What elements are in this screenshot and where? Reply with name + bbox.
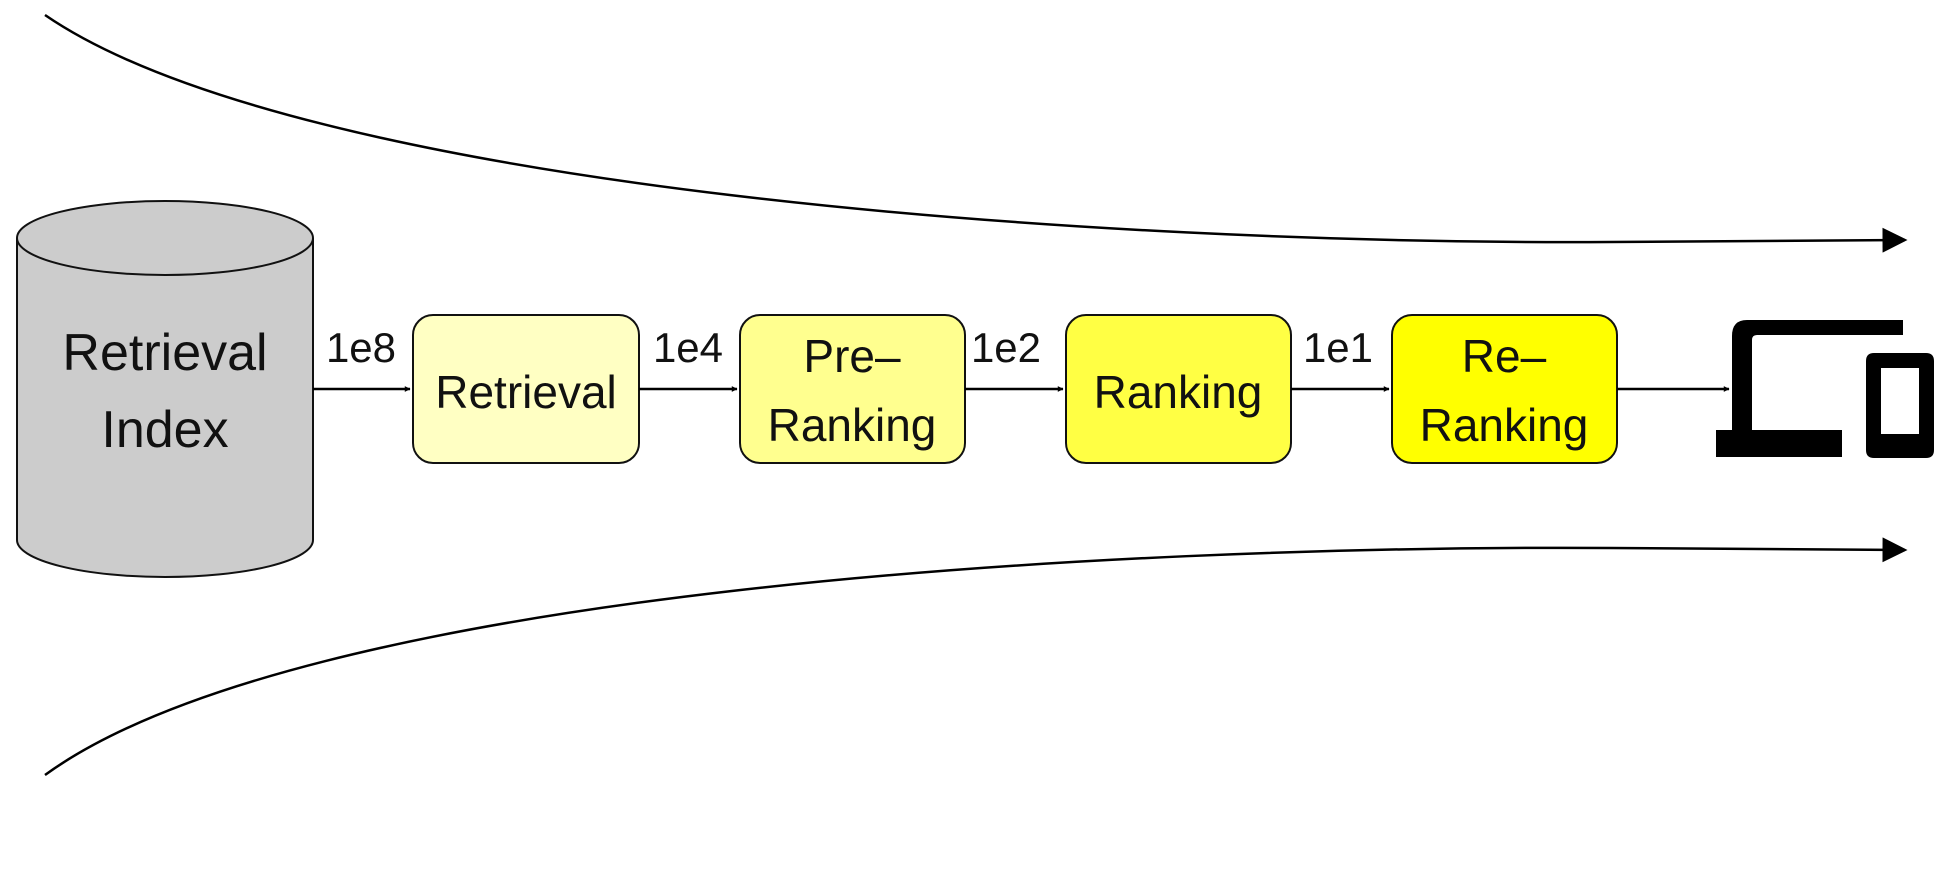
devices-icon <box>1716 320 1934 458</box>
count-label-3: 1e2 <box>971 324 1041 371</box>
stage-re-ranking-label-line-1: Re– <box>1462 330 1547 382</box>
stage-ranking-label: Ranking <box>1094 366 1263 418</box>
stage-ranking: Ranking <box>1065 314 1292 464</box>
database-label-line-2: Index <box>101 401 228 459</box>
laptop-icon <box>1716 320 1903 457</box>
stage-pre-ranking: Pre– Ranking <box>739 314 966 464</box>
stage-re-ranking-label-line-2: Ranking <box>1420 399 1589 451</box>
stage-pre-ranking-label-line-2: Ranking <box>768 399 937 451</box>
stage-retrieval: Retrieval <box>412 314 640 464</box>
count-label-2: 1e4 <box>653 324 723 371</box>
count-label-1: 1e8 <box>326 324 396 371</box>
funnel-top-curve <box>44 13 1908 253</box>
retrieval-index-database: Retrieval Index <box>16 200 314 578</box>
stage-retrieval-label: Retrieval <box>435 366 617 418</box>
stage-re-ranking: Re– Ranking <box>1391 314 1618 464</box>
database-label-line-1: Retrieval <box>62 324 267 382</box>
count-label-4: 1e1 <box>1303 324 1373 371</box>
stage-pre-ranking-label-line-1: Pre– <box>803 330 901 382</box>
phone-icon <box>1866 353 1934 458</box>
funnel-bottom-curve <box>44 537 1908 777</box>
